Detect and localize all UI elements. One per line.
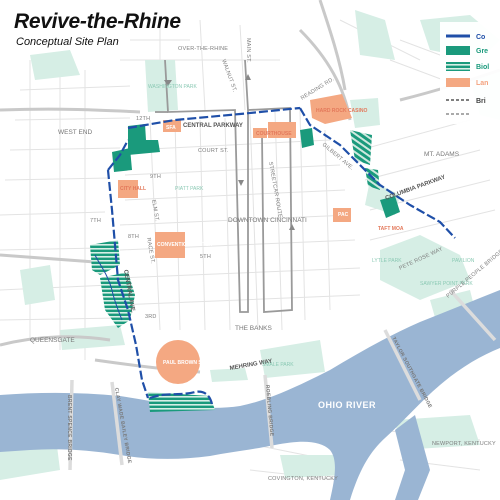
- label-sfa: SFA: [166, 125, 176, 131]
- green-areas: [112, 124, 400, 218]
- label-pavilion: PAVILION: [452, 258, 475, 264]
- river-bridges: [68, 288, 497, 471]
- label-sawyer-point-park: SAWYER POINT PARK: [420, 281, 473, 287]
- label-city-hall: CITY HALL: [120, 186, 146, 192]
- streetcar-arrows: [164, 74, 295, 230]
- legend: Co Gre Biol Lan Bri: [440, 22, 500, 124]
- legend-green-label: Gre: [476, 48, 488, 55]
- label-lytle-park: LYTLE PARK: [372, 258, 402, 264]
- label-race-st: RACE ST.: [145, 237, 156, 264]
- legend-biological-label: Biol: [476, 64, 489, 71]
- label-7th: 7TH: [90, 218, 101, 224]
- label-convention-center: CONVENTION CENTER: [157, 242, 213, 248]
- highways: [0, 0, 500, 374]
- biological-areas: [90, 130, 380, 412]
- landmarks: [118, 94, 352, 384]
- ohio-river: [0, 290, 500, 500]
- label-pac: PAC: [338, 212, 349, 218]
- label-piatt-park: PIATT PARK: [175, 186, 204, 192]
- label-paul-brown-stadium: PAUL BROWN STADIUM: [163, 360, 221, 366]
- page-subtitle: Conceptual Site Plan: [16, 36, 119, 48]
- label-central-parkway: CENTRAL PARKWAY: [183, 123, 243, 129]
- label-the-banks: THE BANKS: [235, 325, 273, 332]
- label-elm-st: ELM ST.: [150, 199, 160, 222]
- label-washington-park: WASHINGTON PARK: [148, 84, 197, 90]
- page-title: Revive-the-Rhine: [14, 10, 181, 33]
- label-ohio-river: OHIO RIVER: [318, 400, 376, 410]
- label-downtown-cincinnati: DOWNTOWN CINCINNATI: [228, 217, 307, 224]
- label-court-st: COURT ST.: [198, 148, 229, 154]
- label-courthouse: COURTHOUSE: [256, 131, 292, 137]
- label-main-st: MAIN ST.: [245, 38, 251, 63]
- label-covington-kentucky: COVINGTON, KENTUCKY: [268, 476, 338, 482]
- label-newport-kentucky: NEWPORT, KENTUCKY: [432, 441, 496, 447]
- label-3rd: 3RD: [145, 314, 157, 320]
- label-9th: 9TH: [150, 174, 161, 180]
- connector-route: [106, 106, 456, 405]
- streetcar-route: [155, 59, 293, 313]
- legend-landmark-label: Lan: [476, 80, 488, 87]
- label-queensgate: QUEENSGATE: [30, 337, 75, 344]
- label-taft-moa: TAFT MOA: [378, 226, 404, 232]
- label-smale-park: SMALE PARK: [262, 362, 294, 368]
- label-west-end: WEST END: [58, 129, 92, 136]
- stream-lines: [94, 254, 123, 321]
- label-roebling-bridge: ROEBLING BRIDGE: [264, 385, 275, 437]
- legend-connector-label: Co: [476, 34, 485, 41]
- licking-river: [395, 415, 430, 500]
- legend-bridge-label: Bri: [476, 98, 486, 105]
- label-hard-rock-casino: HARD ROCK CASINO: [316, 108, 368, 114]
- label-brent-spence-bridge: BRENT SPENCE BRIDGE: [66, 395, 72, 461]
- label-5th: 5TH: [200, 254, 211, 260]
- label-over-the-rhine: OVER-THE-RHINE: [178, 46, 228, 52]
- label-12th: 12TH: [136, 116, 150, 122]
- label-8th: 8TH: [128, 234, 139, 240]
- label-mt-adams: MT. ADAMS: [424, 151, 460, 158]
